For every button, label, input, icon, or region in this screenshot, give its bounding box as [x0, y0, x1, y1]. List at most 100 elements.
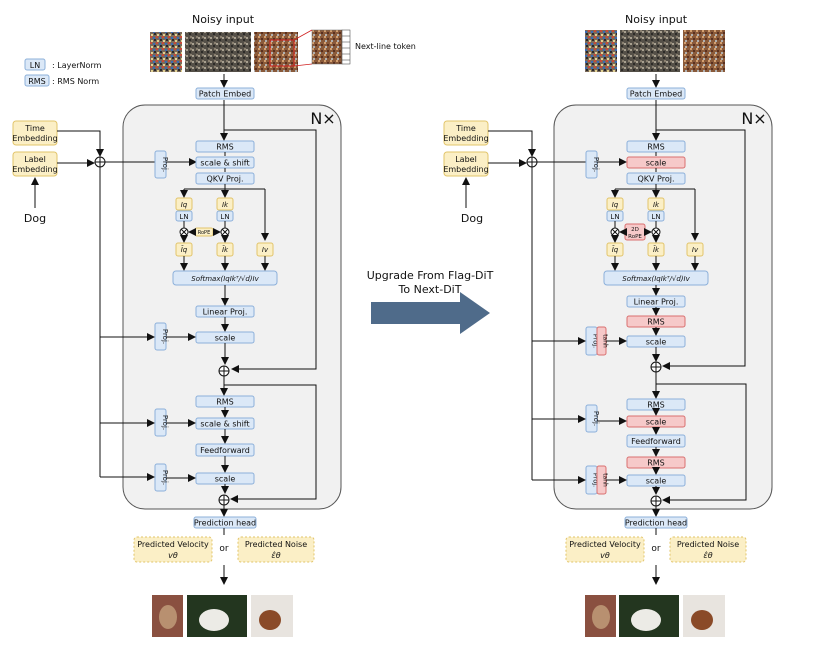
left-or-label: or	[219, 544, 229, 554]
right-scale-2-label: scale	[646, 338, 667, 347]
right-noisy-image-2	[620, 30, 680, 72]
left-ik-label: Ik	[222, 201, 229, 209]
left-prediction-head-box	[193, 516, 257, 529]
left-time-embedding-l1: Time	[24, 124, 45, 133]
right-time-embedding-box	[443, 120, 489, 146]
right-qkv-label: QKV Proj.	[637, 175, 674, 184]
right-rms-c-label: RMS	[647, 459, 665, 468]
upgrade-arrow-group: Upgrade From Flag-DiT To Next-DiT	[367, 269, 494, 334]
right-proj-4-label: Proj.	[592, 473, 600, 487]
right-rms-top-label: RMS	[647, 143, 665, 152]
left-linear-label: Linear Proj.	[203, 308, 248, 317]
upgrade-arrow	[371, 292, 490, 334]
left-label-embedding-l2: Embedding	[12, 165, 57, 174]
left-feedforward-label: Feedforward	[200, 446, 250, 455]
left-label-embedding-l1: Label	[24, 155, 46, 164]
right-ln-q-label: LN	[610, 213, 619, 221]
right-iv-label: Iv	[692, 246, 699, 254]
left-pred-velocity-label: Predicted Velocity	[137, 540, 209, 549]
left-patch-embed-label: Patch Embed	[199, 90, 251, 99]
left-crop-zoom	[311, 29, 343, 65]
left-pred-velocity-sym: vθ	[168, 551, 178, 560]
right-proj-3-box	[585, 404, 598, 433]
left-dog-label: Dog	[24, 212, 46, 225]
right-noisy-input-title: Noisy input	[625, 13, 688, 26]
left-ik-box	[216, 197, 234, 211]
next-line-token-strip	[341, 29, 351, 65]
left-ik2-label: Ĩk	[222, 245, 229, 254]
right-iq-label: Iq	[612, 201, 619, 209]
left-softmax-label: Softmax(IqIkᵀ/√d)Iv	[191, 275, 259, 283]
left-proj-3-label: Proj.	[161, 415, 169, 430]
right-prediction-head-label: Prediction head	[625, 519, 687, 528]
left-pred-velocity-box	[133, 536, 213, 563]
left-patch-embed-box	[195, 87, 255, 100]
left-rms-top-label: RMS	[216, 143, 234, 152]
left-noisy-input-title: Noisy input	[192, 13, 255, 26]
left-rms-mid-label: RMS	[216, 398, 234, 407]
right-iq-box	[606, 197, 624, 211]
left-pred-noise-box	[237, 536, 315, 563]
left-noisy-image-2	[185, 32, 251, 72]
legend-rms-swatch	[24, 74, 50, 87]
legend-ln-tag: LN	[30, 61, 40, 70]
left-proj-4-label: Proj.	[161, 470, 169, 485]
right-iq2-label: Ĩq	[612, 245, 619, 254]
legend: LN : LayerNorm RMS : RMS Norm	[24, 58, 102, 87]
right-proj-1-box	[585, 150, 598, 179]
left-pred-noise-label: Predicted Noise	[245, 540, 307, 549]
left-proj-2-label: Proj.	[161, 329, 169, 344]
legend-ln-text: : LayerNorm	[52, 61, 102, 70]
left-noisy-image-1	[150, 32, 182, 72]
left-time-embedding-l2: Embedding	[12, 134, 57, 143]
right-proj-2-label: Proj.	[592, 334, 600, 348]
left-proj-1-box	[154, 150, 167, 179]
upgrade-caption-line1: Upgrade From Flag-DiT	[367, 269, 494, 282]
right-ik2-label: Ĩk	[653, 245, 660, 254]
left-n-times-label: N×	[310, 109, 335, 128]
right-noisy-image-1	[585, 30, 617, 72]
right-label-embedding-l2: Embedding	[443, 165, 488, 174]
right-feedforward-label: Feedforward	[631, 437, 681, 446]
left-time-embedding-box	[12, 120, 58, 146]
right-pred-velocity-label: Predicted Velocity	[569, 540, 641, 549]
right-pred-noise-sym: ε̂θ	[703, 550, 712, 560]
right-rms-a-label: RMS	[647, 318, 665, 327]
right-ln-k-label: LN	[651, 213, 660, 221]
left-iq-box	[175, 197, 193, 211]
right-pred-noise-label: Predicted Noise	[677, 540, 739, 549]
upgrade-caption-line2: To Next-DiT	[398, 283, 462, 296]
left-qkv-label: QKV Proj.	[206, 175, 243, 184]
right-time-embedding-l2: Embedding	[443, 134, 488, 143]
left-iq-label: Iq	[181, 201, 188, 209]
right-pred-velocity-box	[565, 536, 645, 563]
right-ik-label: Ik	[653, 201, 660, 209]
right-patch-embed-label: Patch Embed	[630, 90, 682, 99]
right-noisy-image-3	[683, 30, 725, 72]
left-scale-shift-2-label: scale & shift	[200, 420, 249, 429]
left-prediction-head-label: Prediction head	[194, 519, 256, 528]
right-proj-3-label: Proj.	[592, 411, 600, 426]
right-ik-box	[647, 197, 665, 211]
right-scale-1-label: scale	[646, 159, 667, 168]
right-dog-label: Dog	[461, 212, 483, 225]
next-line-token-label: Next-line token	[355, 42, 416, 51]
left-iv-label: Iv	[262, 246, 269, 254]
legend-rms-text: : RMS Norm	[52, 77, 99, 86]
right-rope-2d-l1: 2D	[631, 227, 639, 233]
legend-ln-swatch	[24, 58, 46, 71]
legend-rms-tag: RMS	[28, 77, 46, 86]
right-linear-label: Linear Proj.	[634, 298, 679, 307]
left-ln-k-label: LN	[220, 213, 229, 221]
right-rms-b-label: RMS	[647, 401, 665, 410]
right-scale-3-label: scale	[646, 418, 667, 427]
right-rope-2d-l2: RoPE	[628, 234, 642, 240]
right-softmax-label: Softmax(IqIkᵀ/√d)Iv	[622, 275, 690, 283]
left-scale-2-label: scale	[215, 475, 236, 484]
left-diagram: Noisy input Next-line token Patch Embed …	[12, 13, 416, 637]
right-tanh-1-label: tanh	[602, 334, 609, 348]
right-n-times-label: N×	[741, 109, 766, 128]
right-label-embedding-l1: Label	[455, 155, 477, 164]
